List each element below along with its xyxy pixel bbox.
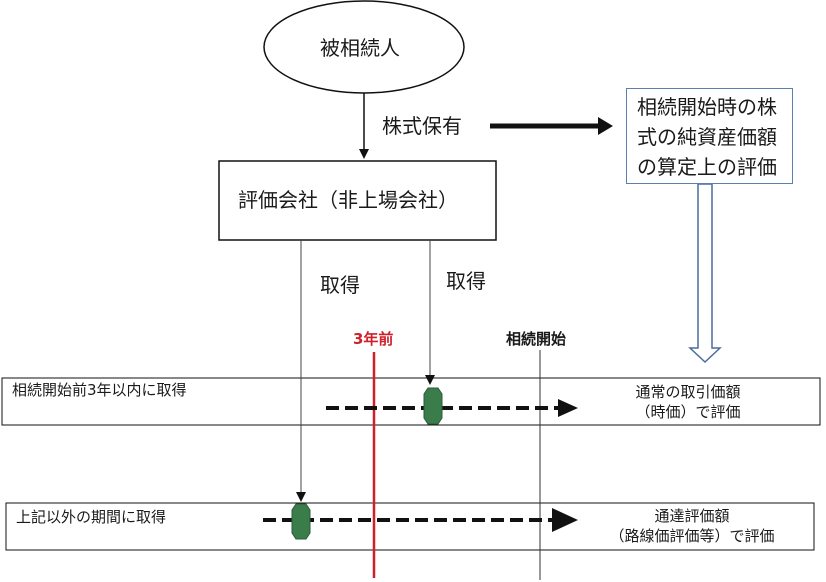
acquisition-label-b: 取得 <box>446 269 486 293</box>
holding-label: 株式保有 <box>382 114 462 138</box>
heir-label: 被相続人 <box>320 36 400 60</box>
row1-result-line-2: （時価）で評価 <box>635 403 741 421</box>
valuation-note-box: 相続開始時の株 式の純資産価額 の算定上の評価 <box>626 88 793 184</box>
row1-box <box>1 377 821 426</box>
acquisition-label-a: 取得 <box>320 273 360 297</box>
holding-to-note-arrowhead <box>598 117 613 135</box>
company-box <box>218 160 497 241</box>
note-hollow-arrow <box>688 183 722 364</box>
row2-result: 通達評価額 （路線価評価等）で評価 <box>592 506 792 546</box>
row1-arrowhead <box>558 399 578 417</box>
row1-result: 通常の取引価額 （時価）で評価 <box>588 382 788 422</box>
row1-result-line-1: 通常の取引価額 <box>635 383 741 401</box>
row2-arrowhead <box>552 508 578 532</box>
row2-result-line-1: 通達評価額 <box>654 507 730 525</box>
row2-box <box>5 502 815 551</box>
three-years-before-label: 3年前 <box>353 330 394 348</box>
row1-label: 相続開始前3年以内に取得 <box>12 381 187 399</box>
valuation-note-line-1: 相続開始時の株 <box>637 95 777 119</box>
row1-acquisition-marker <box>423 387 443 425</box>
row2-acquisition-marker <box>291 503 311 540</box>
valuation-note-line-3: の算定上の評価 <box>637 155 777 179</box>
valuation-note-line-2: 式の純資産価額 <box>637 125 777 149</box>
company-label: 評価会社（非上場会社） <box>238 188 458 212</box>
inheritance-start-label: 相続開始 <box>506 330 567 348</box>
row2-result-line-2: （路線価評価等）で評価 <box>609 527 775 545</box>
row2-label: 上記以外の期間に取得 <box>16 508 167 526</box>
